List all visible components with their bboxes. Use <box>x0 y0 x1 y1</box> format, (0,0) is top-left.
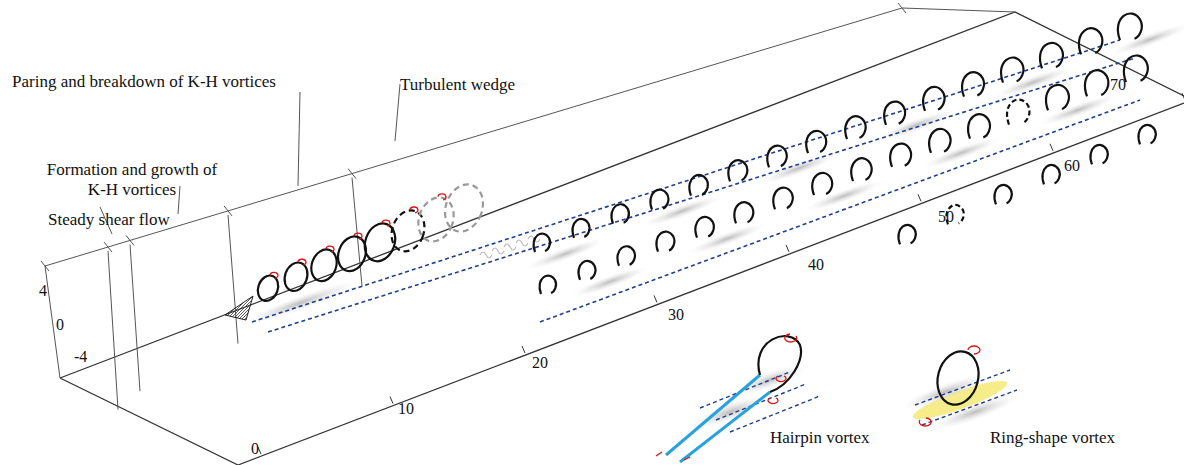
axis-tick <box>522 346 525 353</box>
hairpin-vortex <box>890 144 911 167</box>
hairpin-vortex <box>812 173 832 195</box>
inset-caption: Hairpin vortex <box>770 428 870 448</box>
rotation-mark <box>270 272 278 278</box>
leader-line <box>395 84 400 141</box>
hairpin-vortex <box>806 131 826 153</box>
breakdown-fragment <box>480 252 492 258</box>
breakdown-fragment <box>504 244 516 250</box>
hairpin-vortex <box>534 234 551 252</box>
hairpin-vortex <box>1138 125 1155 144</box>
inset-caption: Ring-shape vortex <box>990 428 1115 448</box>
axis-number: 0 <box>251 440 259 458</box>
axis-number: 0 <box>56 316 64 334</box>
kh-vortex <box>386 206 430 256</box>
rotation-mark <box>438 194 446 200</box>
stage-label: Turbulent wedge <box>400 75 515 95</box>
shadow <box>570 262 649 301</box>
hairpin-vortex <box>1042 165 1059 184</box>
rotation-mark <box>354 233 362 239</box>
hairpin-vortex <box>540 276 557 294</box>
hairpin-vortex <box>1090 145 1107 164</box>
dimension-tick <box>224 206 232 216</box>
leader-line <box>298 92 300 186</box>
axis-tick <box>390 397 393 404</box>
stage-label: Paring and breakdown of K-H vortices <box>12 72 276 92</box>
extension-line <box>228 215 238 344</box>
hairpin-vortex <box>611 204 629 224</box>
hairpin-vortex <box>695 217 714 238</box>
dimension-tick <box>348 169 356 179</box>
hairpin-vortex <box>773 188 793 210</box>
rotation-mark <box>410 207 418 213</box>
axis-number: 10 <box>398 400 414 418</box>
hairpin-vortex <box>689 175 708 196</box>
axis-tick <box>1182 93 1184 100</box>
stage-label: Steady shear flow <box>48 210 170 230</box>
shadow <box>525 235 604 274</box>
hairpin-vortex <box>728 160 747 181</box>
hairpin-vortex <box>929 129 950 153</box>
kh-vortex <box>307 246 341 285</box>
axis-number: 70 <box>1110 76 1126 94</box>
kh-vortex <box>439 179 490 237</box>
stage-label: Formation and growth of K-H vortices <box>38 160 226 199</box>
shadow <box>1038 91 1117 130</box>
extension-line <box>130 244 140 391</box>
hairpin-vortex <box>845 116 865 139</box>
dimension-tick <box>104 242 112 252</box>
kh-vortex <box>412 192 459 246</box>
hairpin-vortex <box>734 202 753 223</box>
axis-number: 4 <box>39 282 47 300</box>
hairpin-vortex <box>767 146 787 168</box>
hairpin-vortex <box>923 87 944 111</box>
axis-number: 60 <box>1064 157 1080 175</box>
hairpin-vortex <box>851 158 871 181</box>
hairpin-vortex <box>1118 14 1142 41</box>
hairpin-vortex <box>962 72 984 96</box>
hairpin-vortex <box>898 225 915 244</box>
dimension-tick <box>126 235 134 245</box>
shadow <box>1110 20 1184 59</box>
hairpin-vortex <box>1001 58 1023 83</box>
axis-number: 30 <box>668 306 684 324</box>
hairpin-vortex <box>656 232 674 252</box>
rotation-mark <box>382 220 390 226</box>
axis-number: -4 <box>74 348 87 366</box>
axis-tick <box>654 295 657 302</box>
leader-line <box>178 186 180 214</box>
rotation-mark <box>298 259 306 265</box>
kh-vortex <box>360 219 401 265</box>
axis-tick <box>786 245 789 252</box>
hairpin-vortex <box>1046 85 1069 111</box>
hairpin-vortex <box>650 190 668 210</box>
hairpin-vortex <box>578 261 595 280</box>
breakdown-fragment <box>516 240 528 246</box>
axis-number: 20 <box>532 354 548 372</box>
hairpin-vortex <box>994 185 1011 204</box>
hairpin-vortex <box>572 219 589 238</box>
shadow <box>642 192 721 231</box>
breakdown-fragment <box>492 248 504 254</box>
axis-number: 40 <box>808 256 824 274</box>
axis-tick <box>1050 144 1053 151</box>
hairpin-vortex <box>884 102 905 125</box>
hairpin-vortex <box>1007 100 1029 125</box>
extension-line <box>902 8 1015 12</box>
extension-line <box>108 251 118 410</box>
axis-tick <box>918 194 921 201</box>
hairpin-vortex <box>617 246 635 266</box>
hairpin-vortex <box>1079 28 1102 54</box>
hairpin-vortex <box>1040 43 1063 69</box>
hairpin-vortex <box>1124 56 1148 83</box>
rotation-mark <box>326 246 334 252</box>
hairpin-vortex <box>968 114 990 138</box>
axis-number: 50 <box>938 208 954 226</box>
hairpin-vortex <box>1085 70 1108 96</box>
shadow <box>759 149 838 188</box>
shadow <box>876 106 955 145</box>
kh-vortex <box>281 259 312 294</box>
kh-vortex <box>254 273 281 304</box>
